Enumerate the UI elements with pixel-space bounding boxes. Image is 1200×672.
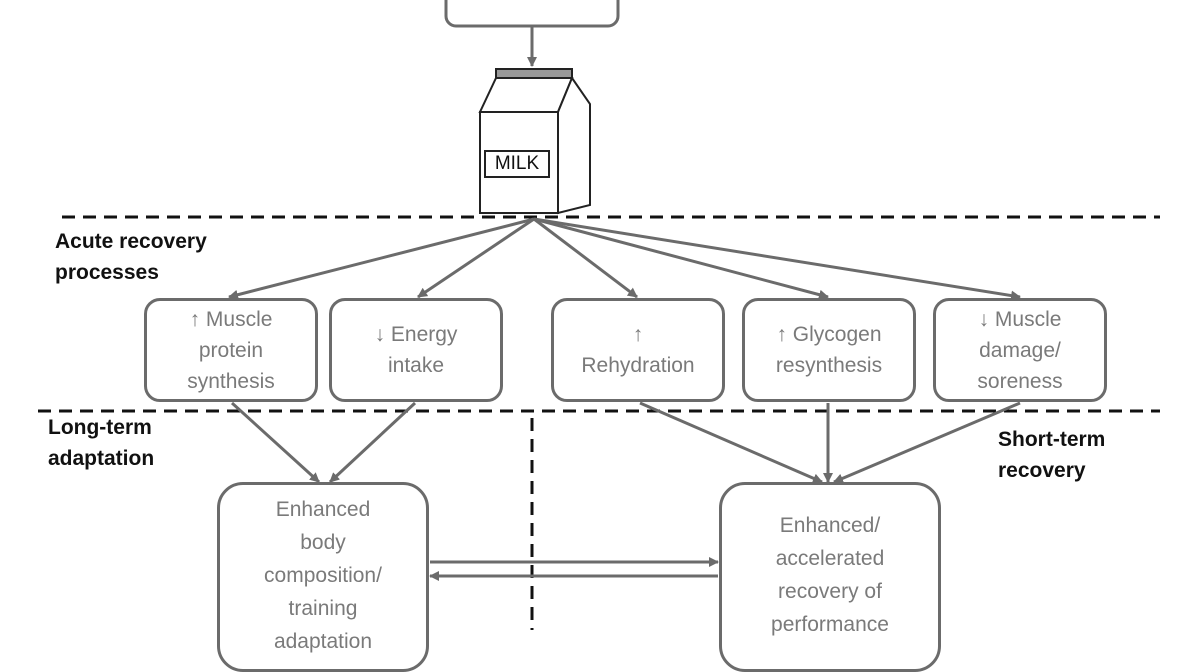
arrow-energy-to-longterm (328, 401, 417, 484)
milk-carton-icon (478, 68, 591, 215)
arrow-milk-to-damage (533, 217, 1021, 301)
process-box-muscle-damage-soreness: ↓ Muscle damage/ soreness (933, 298, 1107, 402)
process-label: ↑ Rehydration (581, 323, 695, 377)
outcome-label: Enhanced/ accelerated recovery of perfor… (771, 514, 889, 636)
section-label-long-term: Long-term adaptation (48, 416, 155, 470)
process-box-glycogen-resynthesis: ↑ Glycogen resynthesis (742, 298, 916, 402)
top-source-box (444, 0, 620, 28)
section-label-short-term: Short-term recovery (998, 428, 1106, 482)
process-label: ↑ Muscle protein synthesis (187, 307, 275, 393)
process-label: ↓ Energy intake (374, 323, 458, 377)
arrow-milk-to-energy (417, 217, 535, 299)
milk-label: MILK (484, 150, 550, 178)
section-label-acute: Acute recovery processes (55, 230, 207, 284)
process-box-energy-intake: ↓ Energy intake (329, 298, 503, 402)
arrow-rehydration-to-shortterm (639, 401, 823, 484)
process-box-muscle-protein-synthesis: ↑ Muscle protein synthesis (144, 298, 318, 402)
outcome-box-short-term: Enhanced/ accelerated recovery of perfor… (719, 482, 941, 672)
outcome-box-long-term: Enhanced body composition/ training adap… (217, 482, 429, 672)
outcome-label: Enhanced body composition/ training adap… (264, 498, 382, 653)
arrow-milk-to-rehydration (533, 217, 638, 299)
process-label: ↓ Muscle damage/ soreness (977, 307, 1063, 393)
arrow-damage-to-shortterm (833, 401, 1021, 484)
arrow-milk-to-glycogen (533, 217, 829, 300)
process-box-rehydration: ↑ Rehydration (551, 298, 725, 402)
arrow-protein-to-longterm (230, 401, 321, 484)
process-label: ↑ Glycogen resynthesis (775, 323, 883, 377)
arrow-milk-to-protein (228, 217, 535, 300)
